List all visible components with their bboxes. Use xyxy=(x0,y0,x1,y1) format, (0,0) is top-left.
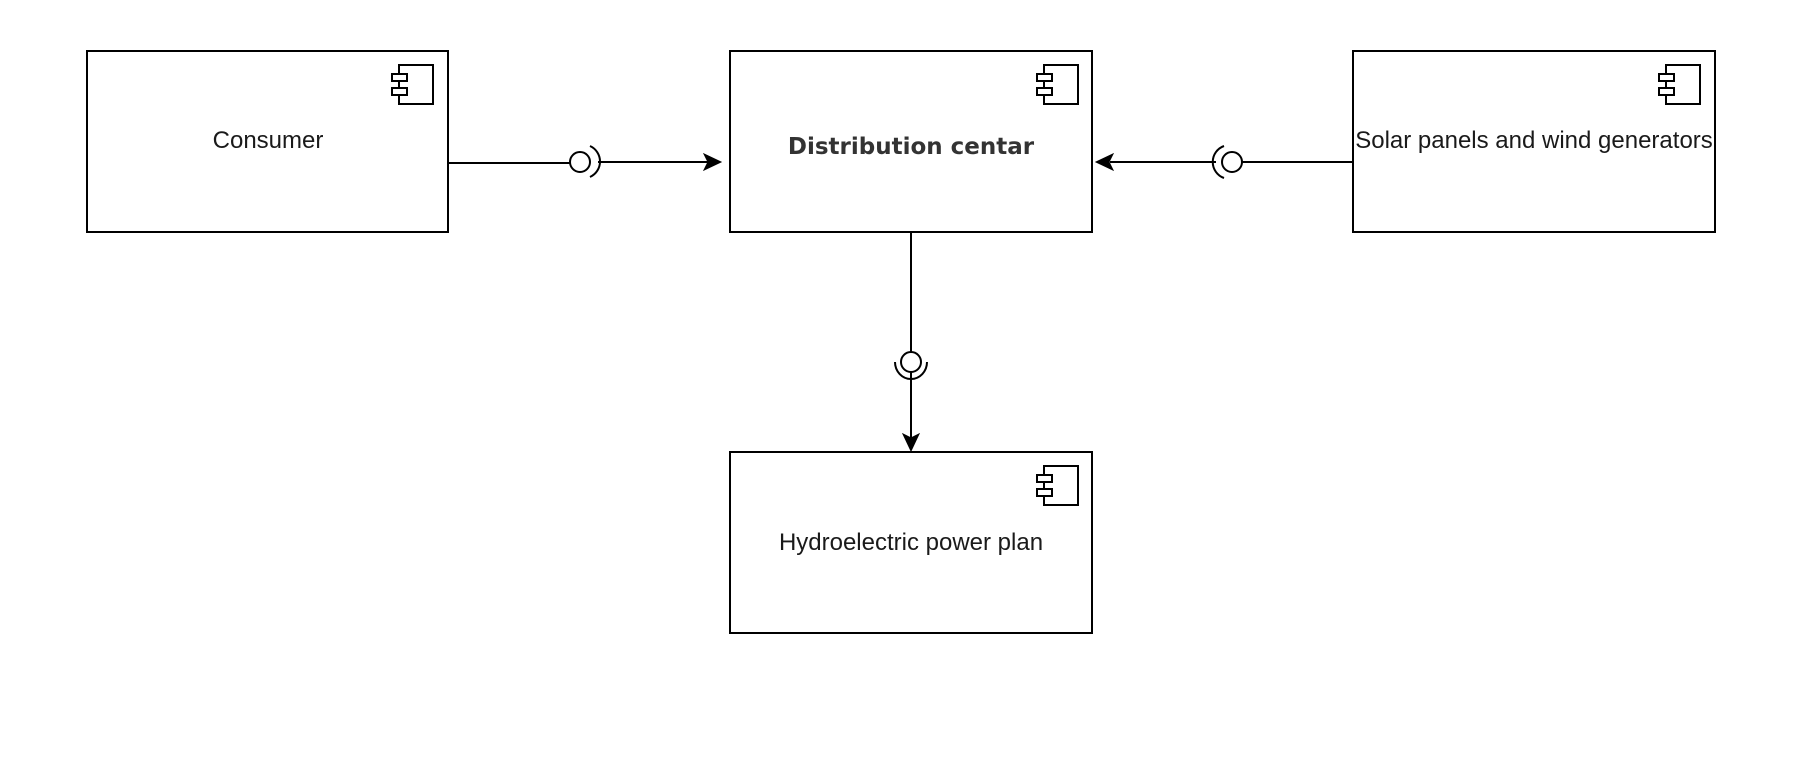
component-solar-wind[interactable]: Solar panels and wind generators xyxy=(1352,50,1716,233)
component-box xyxy=(729,50,1093,233)
uml-component-icon xyxy=(1036,465,1079,506)
uml-component-icon xyxy=(1658,64,1701,105)
component-label: Distribution centar xyxy=(788,134,1035,160)
uml-component-icon xyxy=(1036,64,1079,105)
lollipop-provided-interface-icon xyxy=(1221,151,1243,173)
connector-consumer-distribution[interactable] xyxy=(448,145,723,178)
arrowhead-icon xyxy=(901,432,921,453)
lollipop-provided-interface-icon xyxy=(900,351,922,373)
component-box xyxy=(1352,50,1716,233)
component-consumer[interactable]: Consumer xyxy=(86,50,449,233)
uml-component-icon xyxy=(391,64,434,105)
connector-distribution-hydroelectric[interactable] xyxy=(894,232,928,453)
component-box xyxy=(86,50,449,233)
component-label: Consumer xyxy=(213,127,324,154)
component-box xyxy=(729,451,1093,634)
component-distribution-centar[interactable]: Distribution centar xyxy=(729,50,1093,233)
component-hydroelectric[interactable]: Hydroelectric power plan xyxy=(729,451,1093,634)
component-label: Solar panels and wind generators xyxy=(1355,127,1713,154)
arrowhead-icon xyxy=(1094,152,1115,172)
component-label: Hydroelectric power plan xyxy=(779,529,1043,556)
arrowhead-icon xyxy=(702,152,723,172)
lollipop-provided-interface-icon xyxy=(569,151,591,173)
connector-solar-distribution[interactable] xyxy=(1094,145,1353,179)
